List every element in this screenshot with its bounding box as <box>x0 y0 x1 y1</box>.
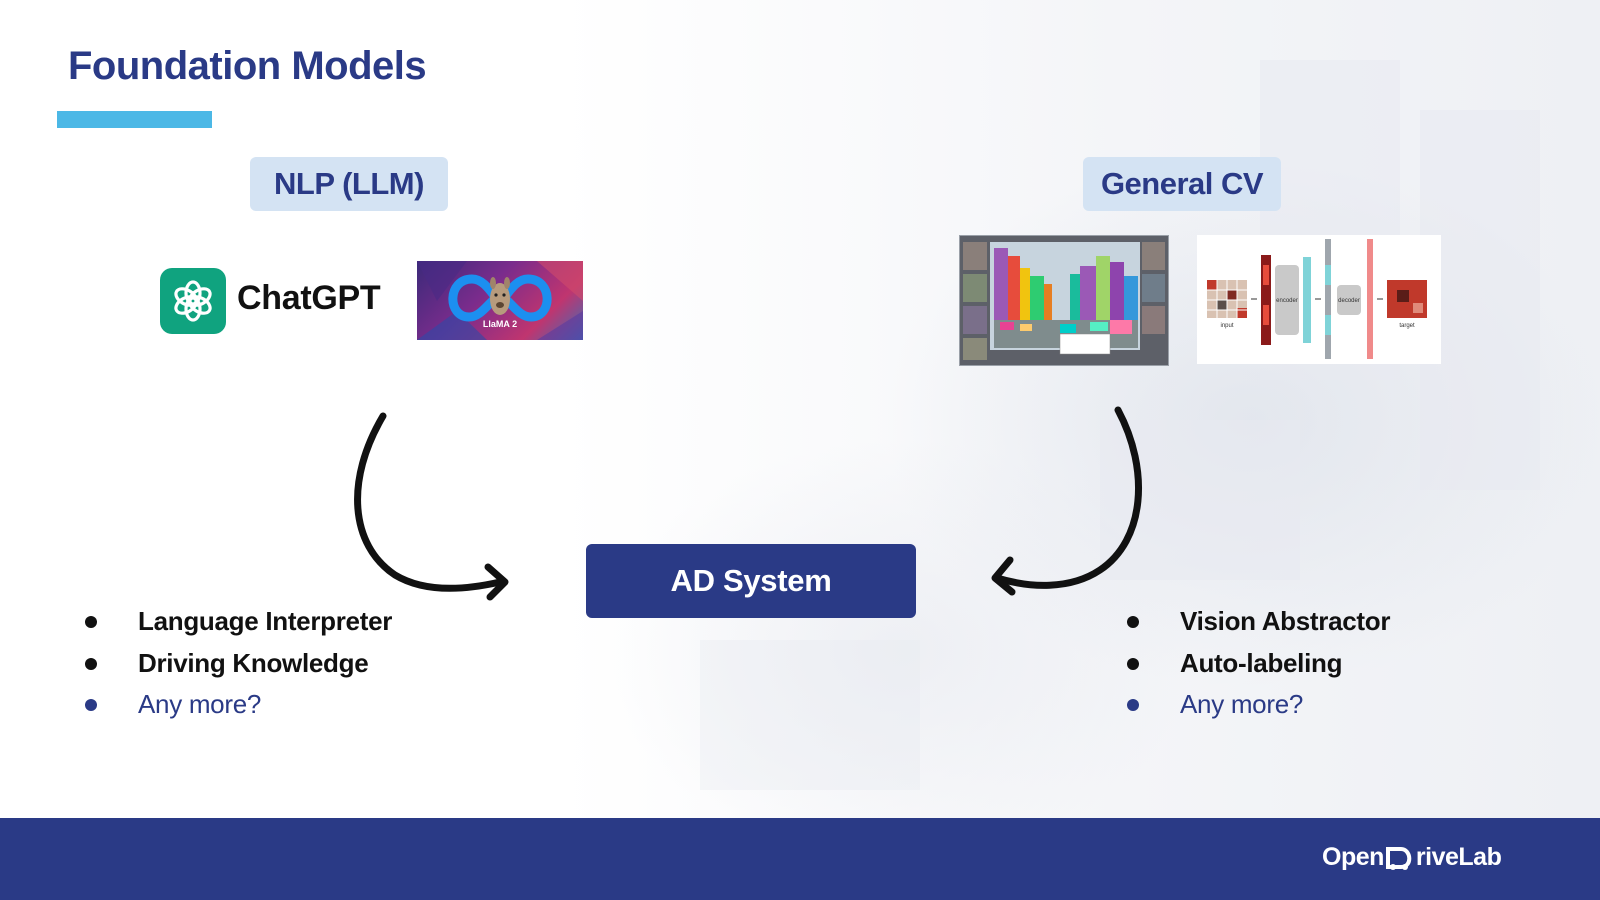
bullet-icon <box>1127 699 1139 711</box>
left-curved-arrow-icon <box>354 412 509 601</box>
llama-2-image: LlaMA 2 <box>417 261 583 340</box>
page-title: Foundation Models <box>68 44 427 88</box>
tag-nlp: NLP (LLM) <box>250 157 448 211</box>
nlp-benefits-list: Language Interpreter Driving Knowledge A… <box>82 601 392 726</box>
list-item: Any more? <box>82 684 392 726</box>
mae-encoder-label: encoder <box>1276 298 1298 304</box>
chatgpt-logo-icon <box>160 268 226 334</box>
background-building <box>700 640 920 790</box>
list-item: Language Interpreter <box>82 601 392 643</box>
mae-input-label: input <box>1220 323 1233 329</box>
title-accent-bar <box>57 111 212 128</box>
footer-bar <box>0 818 1600 900</box>
mae-target-label: target <box>1399 323 1415 329</box>
opendrivelab-logo: Open riveLab <box>1322 843 1502 871</box>
list-item: Auto-labeling <box>1124 643 1390 685</box>
bullet-icon <box>1127 616 1139 628</box>
mae-input-grid <box>1207 280 1247 318</box>
mae-diagram-image: input encoder decoder target <box>1197 235 1441 364</box>
bullet-icon <box>1127 657 1139 670</box>
tag-general-cv: General CV <box>1083 157 1281 211</box>
bullet-icon <box>85 657 97 670</box>
mae-decoder-label: decoder <box>1338 298 1360 304</box>
list-item: Any more? <box>1124 684 1390 726</box>
list-item: Vision Abstractor <box>1124 601 1390 643</box>
bullet-icon <box>85 699 97 711</box>
cv-benefits-list: Vision Abstractor Auto-labeling Any more… <box>1124 601 1390 726</box>
right-curved-arrow-icon <box>991 406 1143 596</box>
list-item: Driving Knowledge <box>82 643 392 685</box>
car-d-logo-icon <box>1385 845 1415 871</box>
ad-system-box: AD System <box>586 544 916 618</box>
bullet-icon <box>85 616 97 628</box>
chatgpt-wordmark: ChatGPT <box>237 279 381 317</box>
segmentation-screenshot-image <box>959 235 1169 366</box>
llama-2-label: LlaMA 2 <box>482 319 518 329</box>
